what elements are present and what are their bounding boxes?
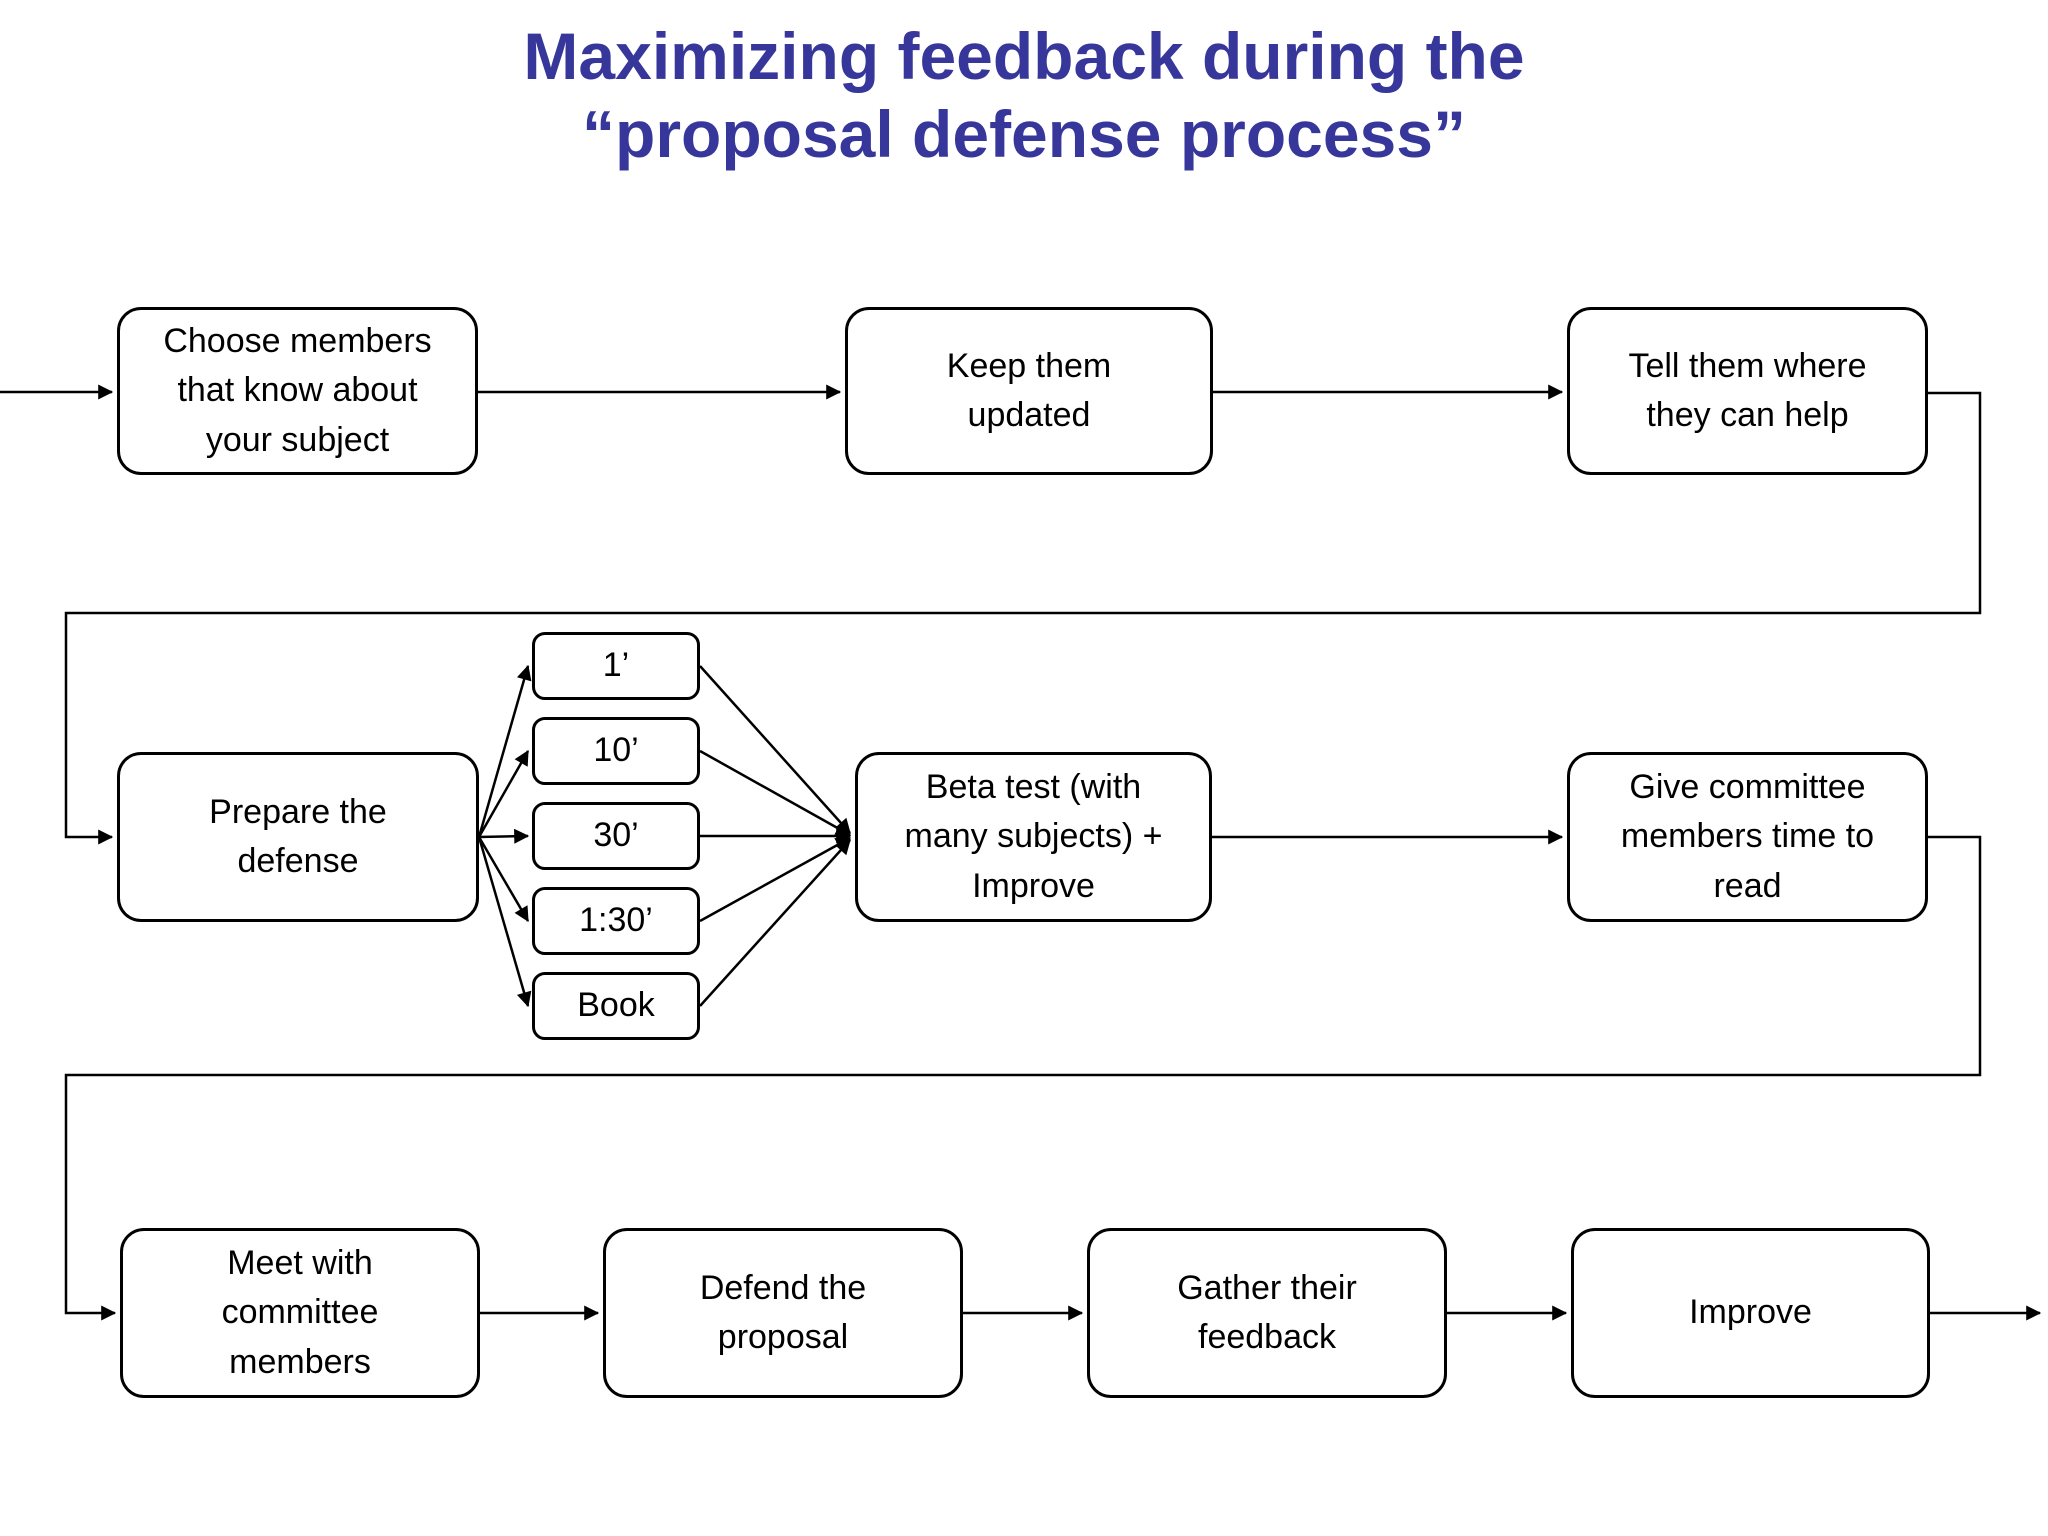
arrow-give-to-meet (64, 835, 1982, 1321)
arrow-prepare-to-book (477, 836, 532, 1008)
node-prepare-defense: Prepare the defense (117, 752, 479, 922)
arrow-10-to-beta (699, 749, 852, 837)
node-keep-them-updated: Keep them updated (845, 307, 1213, 475)
arrow-prepare-to-10 (477, 749, 530, 838)
arrow-prepare-to-130 (477, 836, 530, 923)
node-book: Book (532, 972, 700, 1040)
node-meet-committee: Meet with committee members (120, 1228, 480, 1398)
node-tell-them-where: Tell them where they can help (1567, 307, 1928, 475)
arrow-prepare-to-1 (477, 664, 532, 838)
node-defend-proposal: Defend the proposal (603, 1228, 963, 1398)
node-beta-test: Beta test (with many subjects) + Improve (855, 752, 1212, 922)
node-time-10-minutes: 10’ (532, 717, 700, 785)
node-time-1-minute: 1’ (532, 632, 700, 700)
page-title-line2: “proposal defense process” (582, 96, 1466, 171)
arrow-130-to-beta (699, 836, 852, 923)
node-give-time-to-read: Give committee members time to read (1567, 752, 1928, 922)
arrow-1-to-beta (699, 665, 851, 834)
node-gather-feedback: Gather their feedback (1087, 1228, 1447, 1398)
node-improve: Improve (1571, 1228, 1930, 1398)
node-choose-members: Choose members that know about your subj… (117, 307, 478, 475)
arrow-tell-to-prepare (64, 391, 1982, 845)
arrow-prepare-to-30 (478, 828, 530, 844)
node-time-1-30: 1:30’ (532, 887, 700, 955)
arrow-book-to-beta (699, 839, 851, 1007)
page-title-line1: Maximizing feedback during the (523, 19, 1525, 93)
page-title: Maximizing feedback during the “proposal… (0, 18, 2048, 174)
node-time-30-minutes: 30’ (532, 802, 700, 870)
